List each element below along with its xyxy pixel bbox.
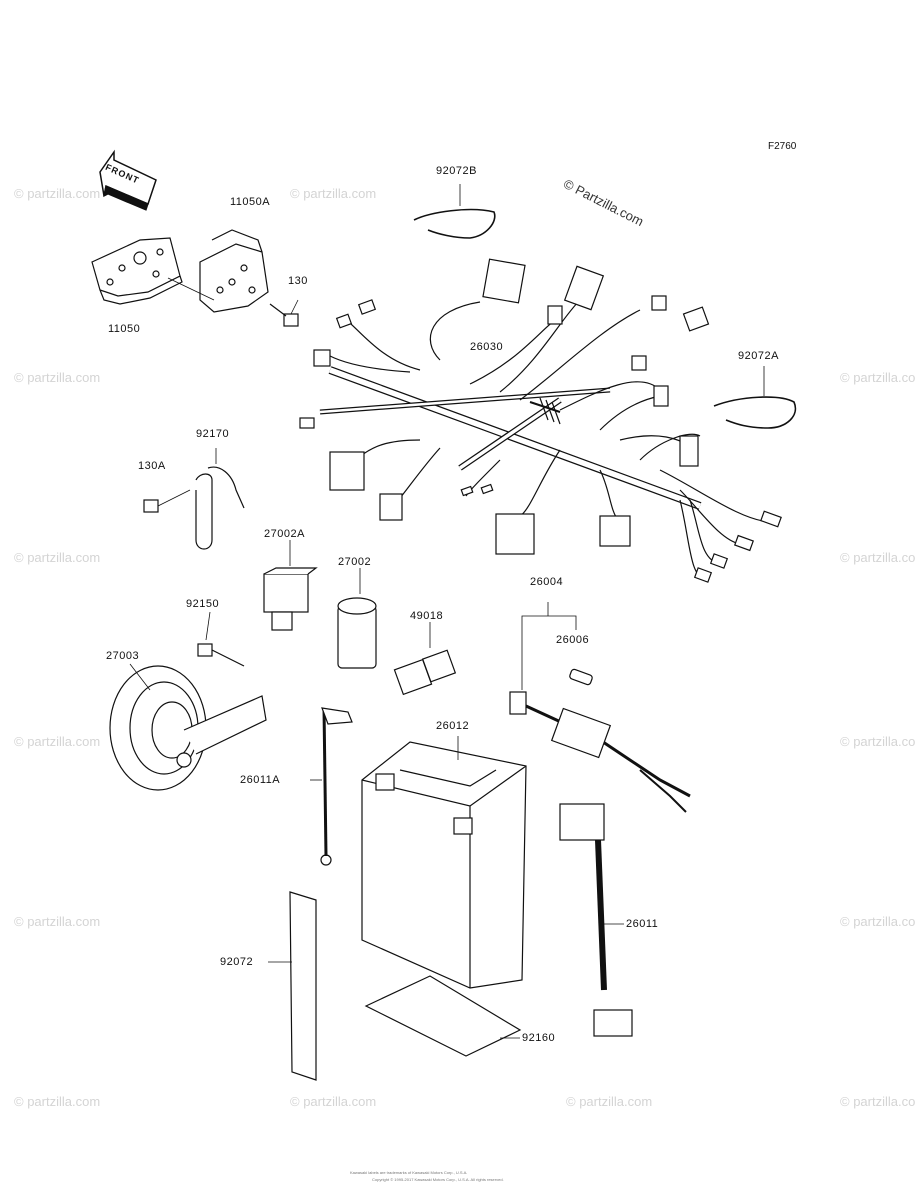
part-label-26011a[interactable]: 26011A — [240, 774, 281, 786]
faint-watermark: © partzilla.com — [840, 914, 916, 929]
part-label-92150[interactable]: 92150 — [186, 598, 220, 610]
footer-copyright-2: Copyright © 1995-2017 Kawasaki Motors Co… — [372, 1177, 504, 1182]
faint-watermark: © partzilla.com — [840, 1094, 916, 1109]
part-label-27002a[interactable]: 27002A — [264, 528, 305, 540]
cable-26011a-icon — [310, 707, 353, 866]
part-label-27002[interactable]: 27002 — [338, 556, 372, 568]
faint-watermark: © partzilla.com — [290, 1094, 377, 1109]
faint-watermark: © partzilla.com — [840, 734, 916, 749]
part-label-26004[interactable]: 26004 — [530, 576, 564, 588]
connector-blocks-icon — [299, 258, 782, 583]
clamp-92170-icon — [195, 448, 245, 550]
part-label-92170[interactable]: 92170 — [196, 428, 230, 440]
footer-copyright-1: Kawasaki labels are trademarks of Kawasa… — [350, 1170, 468, 1175]
part-label-130[interactable]: 130 — [288, 275, 308, 287]
mat-92160-icon — [364, 975, 522, 1057]
connector-49018-icon — [393, 622, 457, 696]
bolt-92150-icon — [197, 611, 245, 667]
part-label-26012[interactable]: 26012 — [436, 720, 470, 732]
bracket-11050a-icon — [167, 229, 269, 313]
cable-26011-icon — [559, 803, 633, 1037]
faint-watermark: © partzilla.com — [14, 1094, 101, 1109]
main-harness-26030-icon — [319, 299, 771, 579]
band-92072b-icon — [413, 184, 496, 239]
part-label-11050[interactable]: 11050 — [108, 323, 141, 335]
part-label-92072[interactable]: 92072 — [220, 956, 254, 968]
faint-watermark: © partzilla.com — [840, 370, 916, 385]
part-label-26006[interactable]: 26006 — [556, 634, 590, 646]
part-label-92072b[interactable]: 92072B — [436, 165, 477, 177]
faint-watermark: © partzilla.com — [14, 914, 101, 929]
faint-watermark: © partzilla.com — [14, 734, 101, 749]
relay-27002-icon — [337, 568, 377, 669]
bolt-130a-icon — [143, 489, 191, 513]
faint-watermark: © partzilla.com — [14, 370, 101, 385]
front-arrow-icon — [99, 149, 157, 211]
part-label-26011[interactable]: 26011 — [626, 918, 659, 930]
harness-26004-icon — [509, 602, 691, 813]
part-label-49018[interactable]: 49018 — [410, 610, 444, 622]
part-label-26030[interactable]: 26030 — [470, 341, 504, 353]
diagram-code: F2760 — [768, 141, 797, 152]
part-label-27003[interactable]: 27003 — [106, 650, 140, 662]
battery-26012-icon — [361, 736, 527, 989]
faint-watermark: © partzilla.com — [840, 550, 916, 565]
part-label-92072a[interactable]: 92072A — [738, 350, 779, 362]
strap-92072-icon — [268, 891, 317, 1081]
relay-27002a-icon — [263, 540, 318, 631]
band-92072a-icon — [713, 366, 797, 429]
part-label-92160[interactable]: 92160 — [522, 1032, 556, 1044]
bolt-130-icon — [269, 299, 299, 327]
faint-watermark: © partzilla.com — [566, 1094, 653, 1109]
part-label-130a[interactable]: 130A — [138, 460, 166, 472]
horn-27003-icon — [109, 663, 267, 791]
bracket-11050-icon — [91, 237, 183, 305]
faint-watermark: © partzilla.com — [14, 186, 101, 201]
part-label-11050a[interactable]: 11050A — [230, 196, 271, 208]
faint-watermark: © partzilla.com — [290, 186, 377, 201]
faint-watermark: © partzilla.com — [14, 550, 101, 565]
